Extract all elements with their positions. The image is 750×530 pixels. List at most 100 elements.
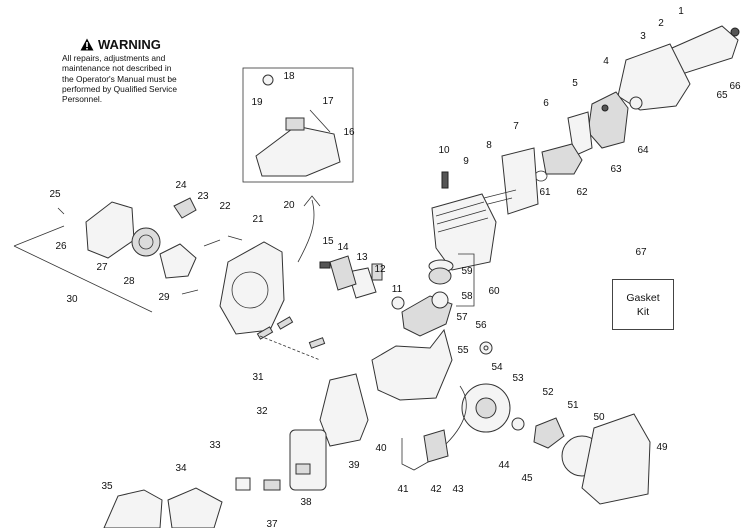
handle-38 [289, 429, 327, 491]
callout-5: 5 [572, 78, 578, 89]
clutch-13 [347, 267, 377, 299]
callout-27: 27 [96, 262, 108, 273]
fan-housing [219, 241, 285, 335]
callout-50: 50 [593, 412, 605, 423]
piston [428, 267, 452, 285]
callout-61: 61 [539, 187, 551, 198]
callout-10: 10 [438, 145, 450, 156]
inset-housing [255, 125, 341, 177]
callout-57: 57 [456, 312, 468, 323]
gasket-kit-line1: Gasket [626, 291, 660, 304]
callout-42: 42 [430, 484, 442, 495]
callout-16: 16 [343, 127, 355, 138]
callout-12: 12 [374, 264, 386, 275]
callout-32: 32 [256, 406, 268, 417]
callout-35: 35 [101, 481, 113, 492]
clutch-hub-14 [329, 255, 357, 291]
warning-triangle-icon [80, 38, 94, 51]
callout-18: 18 [283, 71, 295, 82]
callout-29: 29 [158, 292, 170, 303]
ignition-coil [423, 429, 449, 463]
callout-44: 44 [498, 460, 510, 471]
callout-22: 22 [219, 201, 231, 212]
gasket-kit-box: Gasket Kit [612, 279, 674, 330]
warning-title: WARNING [98, 37, 161, 52]
callout-66: 66 [729, 81, 741, 92]
lower-cover-34 [167, 487, 223, 528]
callout-1: 1 [678, 6, 684, 17]
callout-49: 49 [656, 442, 668, 453]
callout-28: 28 [123, 276, 135, 287]
part-37 [263, 479, 281, 491]
callout-4: 4 [603, 56, 609, 67]
callout-52: 52 [542, 387, 554, 398]
bracket-30 [13, 225, 153, 313]
starter-cover [85, 201, 135, 259]
inset-box [242, 67, 354, 183]
callout-65: 65 [716, 90, 728, 101]
callout-23: 23 [197, 191, 209, 202]
carburetor [587, 91, 629, 149]
callout-11: 11 [391, 284, 403, 295]
bearing-11 [391, 296, 405, 310]
bracket-60 [456, 253, 475, 307]
callout-21: 21 [252, 214, 264, 225]
callout-15: 15 [322, 236, 334, 247]
callout-63: 63 [610, 164, 622, 175]
fuel-tank [319, 373, 369, 447]
warning-heading: WARNING [80, 37, 212, 52]
spring-12 [371, 263, 383, 281]
callout-14: 14 [337, 242, 349, 253]
callout-45: 45 [521, 473, 533, 484]
callout-37: 37 [266, 519, 278, 530]
gasket-kit-line2: Kit [636, 305, 650, 318]
intake-adapter [541, 143, 583, 175]
o-ring-61 [534, 170, 548, 182]
mount-31 [256, 326, 274, 340]
callout-64: 64 [637, 145, 649, 156]
arrow-20 [297, 199, 315, 263]
callout-62: 62 [576, 187, 588, 198]
callout-51: 51 [567, 400, 579, 411]
shaft-15 [319, 261, 331, 269]
callout-38: 38 [300, 497, 312, 508]
callout-17: 17 [322, 96, 334, 107]
callout-53: 53 [512, 373, 524, 384]
warning-notice: WARNING All repairs, adjustments and mai… [62, 37, 212, 104]
gear-housing [581, 413, 651, 505]
starter-handle [173, 197, 197, 219]
spark-plug [441, 171, 449, 189]
callout-24: 24 [175, 180, 187, 191]
lower-housing-35 [103, 489, 163, 528]
callout-67: 67 [635, 247, 647, 258]
air-box-gasket-64 [629, 96, 643, 110]
gasket-plate-5 [567, 111, 593, 157]
heat-shield [501, 147, 539, 215]
callout-56: 56 [475, 320, 487, 331]
callout-6: 6 [543, 98, 549, 109]
callout-30: 30 [66, 294, 78, 305]
callout-54: 54 [491, 362, 503, 373]
clutch-45 [533, 417, 565, 449]
callout-26: 26 [55, 241, 67, 252]
callout-8: 8 [486, 140, 492, 151]
callout-41: 41 [397, 484, 409, 495]
callout-39: 39 [348, 460, 360, 471]
cover-knob [730, 27, 740, 37]
washer-53 [511, 417, 525, 431]
callout-55: 55 [457, 345, 469, 356]
callout-31: 31 [252, 372, 264, 383]
callout-60: 60 [488, 286, 500, 297]
recoil-spring-27 [131, 227, 161, 257]
callout-20: 20 [283, 200, 295, 211]
callout-43: 43 [452, 484, 464, 495]
callout-3: 3 [640, 31, 646, 42]
callout-40: 40 [375, 443, 387, 454]
callout-59: 59 [461, 266, 473, 277]
callout-2: 2 [658, 18, 664, 29]
callout-19: 19 [251, 97, 263, 108]
callout-13: 13 [356, 252, 368, 263]
callout-58: 58 [461, 291, 473, 302]
